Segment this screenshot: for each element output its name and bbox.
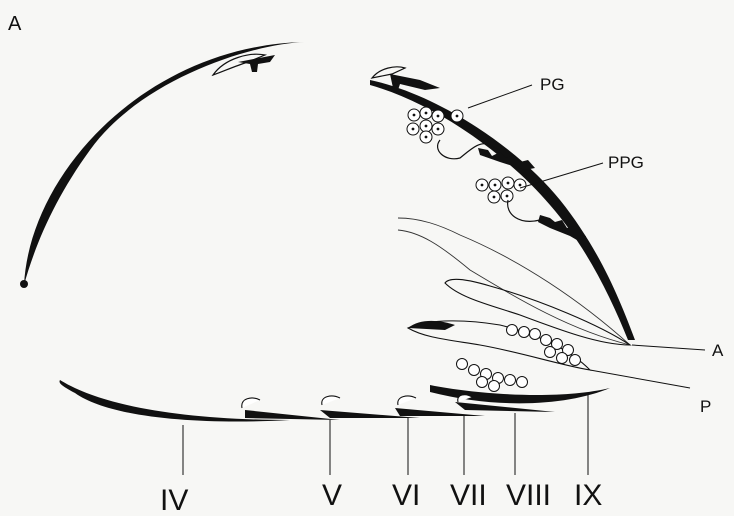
posterior-lobe-dark xyxy=(408,321,455,330)
panel-label: A xyxy=(8,13,22,35)
label-pg: PG xyxy=(540,75,565,94)
sternite-ix xyxy=(430,385,610,403)
ventral-gland-cluster xyxy=(457,359,528,392)
tergite-joint-2-fill xyxy=(390,74,440,90)
segment-label-iv: IV xyxy=(160,484,188,516)
segment-label-ix: IX xyxy=(574,479,602,512)
label-p: P xyxy=(700,397,711,416)
segment-label-vi: VI xyxy=(392,479,420,512)
segment-label-vii: VII xyxy=(450,479,487,512)
pg-gland-cluster xyxy=(407,107,463,143)
ppg-duct xyxy=(508,200,540,221)
ppg-gland-cluster xyxy=(476,177,526,203)
dorsal-arc xyxy=(24,42,305,285)
segment-label-v: V xyxy=(322,479,342,512)
label-ppg: PPG xyxy=(608,153,644,172)
sternite-joints xyxy=(242,395,472,408)
sternite-viii xyxy=(455,402,555,412)
dorsal-arc-tip xyxy=(20,280,28,288)
label-a: A xyxy=(712,341,724,360)
segment-label-viii: VIII xyxy=(506,479,551,512)
